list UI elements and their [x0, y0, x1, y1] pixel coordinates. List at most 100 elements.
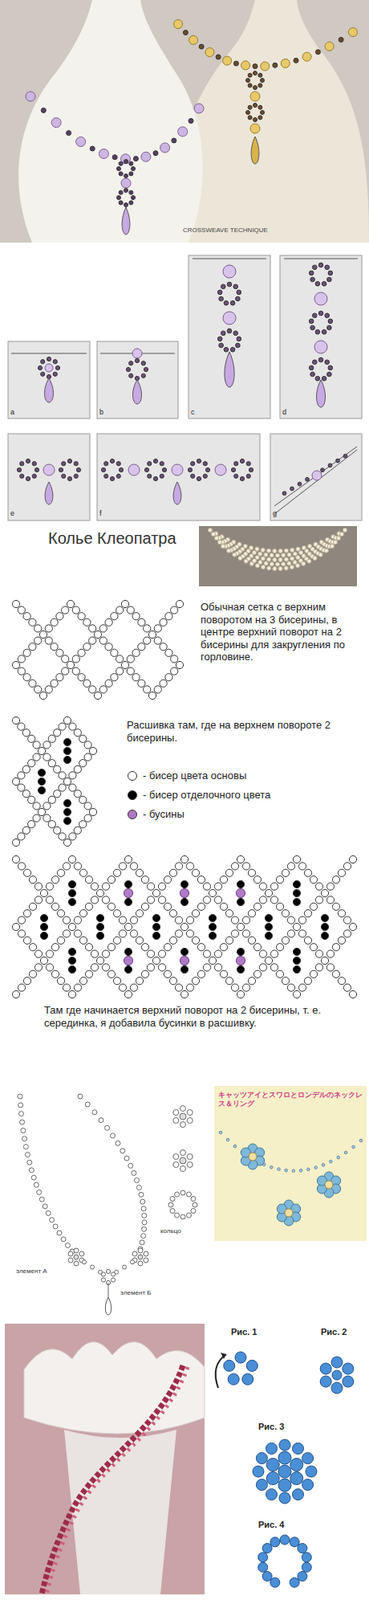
bead	[90, 948, 98, 957]
bead	[154, 624, 162, 632]
bead	[196, 458, 201, 463]
bead	[96, 921, 104, 929]
bead	[17, 770, 25, 779]
bead	[277, 1166, 281, 1170]
bead	[23, 908, 31, 917]
bead	[84, 813, 92, 821]
bead	[190, 461, 195, 466]
bead	[104, 473, 109, 478]
legend-bead	[128, 809, 138, 819]
wire	[283, 258, 358, 260]
bead	[23, 867, 31, 876]
bead	[275, 969, 284, 977]
bead	[132, 648, 140, 656]
bead	[180, 1104, 187, 1111]
bead	[56, 612, 64, 620]
bead	[48, 819, 56, 828]
bead	[131, 195, 136, 200]
bead	[129, 861, 138, 869]
bead	[141, 1218, 147, 1224]
bead	[253, 875, 261, 883]
bead	[190, 1195, 196, 1201]
bead	[28, 819, 36, 828]
bead	[62, 928, 70, 937]
bead	[17, 982, 25, 990]
bead	[236, 896, 244, 905]
bead	[236, 921, 244, 929]
bead	[63, 815, 71, 824]
legend-text: - бисер цвета основы	[142, 768, 247, 782]
bead	[284, 1207, 293, 1216]
bead	[282, 490, 287, 495]
bead	[258, 105, 263, 110]
bead	[260, 61, 270, 71]
bead	[68, 946, 76, 954]
bead	[186, 861, 194, 869]
bead	[46, 356, 51, 361]
bead	[68, 921, 76, 929]
bead	[83, 617, 91, 625]
bead	[141, 1232, 146, 1237]
bead	[253, 942, 261, 950]
bead	[131, 166, 136, 171]
wire	[274, 449, 357, 514]
bead	[20, 461, 25, 466]
bead	[52, 1222, 58, 1228]
bead	[44, 636, 53, 644]
bead	[214, 895, 222, 903]
bead	[338, 36, 344, 42]
bead	[101, 466, 106, 471]
bead	[68, 770, 77, 779]
bead	[122, 1263, 127, 1268]
bead	[298, 915, 306, 923]
bead	[290, 1470, 304, 1484]
bead	[235, 954, 245, 964]
bead	[171, 137, 177, 143]
bead	[116, 666, 124, 674]
bead	[123, 954, 133, 964]
bead	[236, 946, 244, 954]
caption-text: элемент Б	[120, 1287, 152, 1296]
bead	[72, 605, 80, 613]
bead	[131, 1168, 137, 1174]
bead	[170, 666, 179, 674]
bead	[297, 481, 302, 486]
bead	[263, 560, 268, 565]
bead	[328, 270, 333, 276]
bead	[99, 636, 107, 644]
bead	[124, 964, 132, 972]
bead	[67, 458, 72, 463]
bead	[68, 964, 76, 972]
bead	[190, 1207, 196, 1213]
bead	[312, 555, 317, 560]
bead	[17, 928, 25, 937]
bead	[292, 964, 301, 972]
bead	[50, 642, 58, 650]
bead	[72, 666, 80, 674]
bead	[28, 875, 37, 883]
bead	[62, 982, 70, 990]
bead	[137, 617, 146, 625]
bead	[189, 35, 199, 45]
bead	[89, 145, 95, 151]
bead	[141, 1204, 146, 1210]
bead	[135, 867, 143, 876]
bead	[56, 976, 65, 984]
bead	[34, 962, 42, 970]
bead	[72, 654, 80, 662]
bead	[51, 901, 59, 909]
bead	[79, 819, 87, 828]
bead	[278, 565, 283, 570]
bead	[171, 463, 183, 475]
bead	[68, 879, 76, 887]
bead	[329, 1158, 333, 1162]
bead	[146, 881, 155, 889]
bead	[129, 171, 134, 176]
bead	[308, 364, 314, 370]
bead	[246, 78, 251, 83]
bead	[28, 901, 37, 909]
bead	[52, 371, 57, 376]
step-letter: a	[10, 407, 15, 417]
bead	[125, 366, 130, 371]
bead	[99, 624, 107, 632]
